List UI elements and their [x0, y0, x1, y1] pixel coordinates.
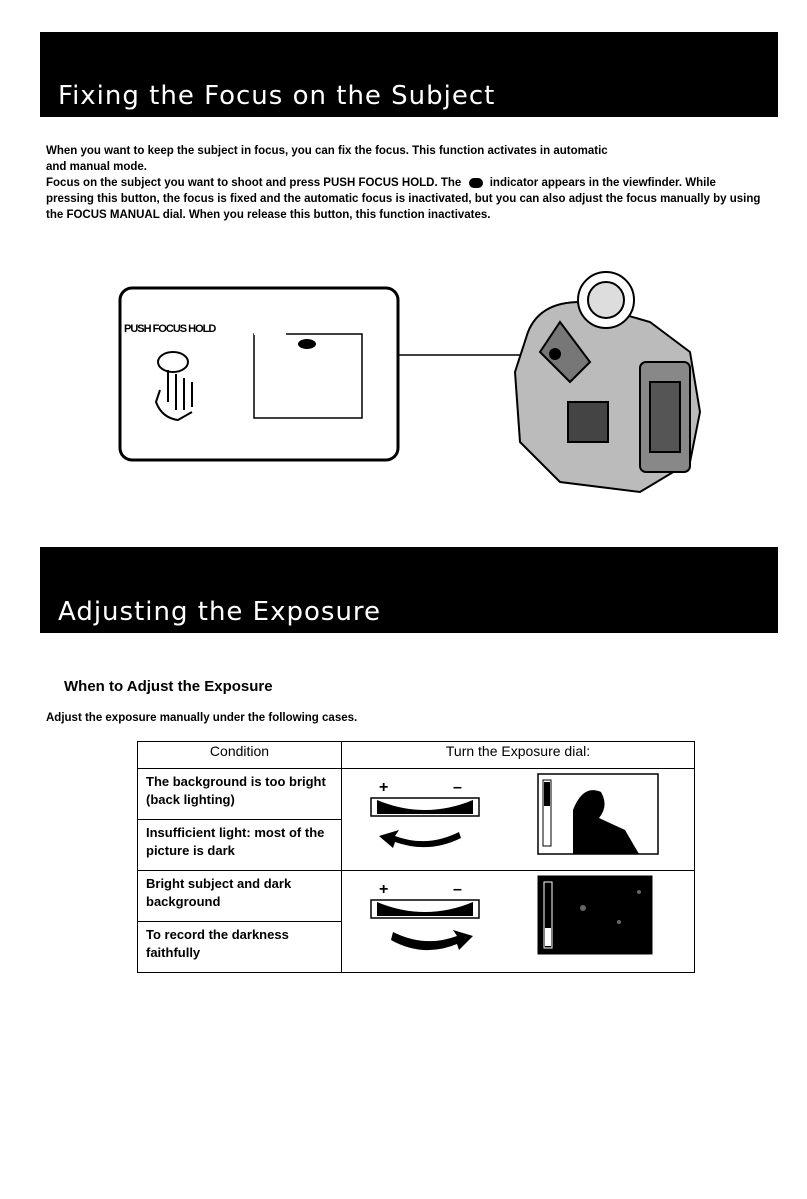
focus-paragraph-1-line-2: and manual mode. — [46, 161, 147, 173]
table-row: Bright subject and dark background + – — [137, 870, 695, 973]
exposure-intro: Adjust the exposure manually under the f… — [46, 712, 358, 724]
turn-left-arrow-icon — [379, 830, 461, 848]
focus-section-title: Fixing the Focus on the Subject — [58, 81, 496, 111]
focus-paragraph-1-line-1: When you want to keep the subject in foc… — [46, 145, 608, 157]
focus-title-banner: Fixing the Focus on the Subject — [40, 32, 778, 117]
focus-paragraph-2-end: indicator appears in the viewfinder. Whi… — [46, 177, 761, 221]
dial-plus-label: + — [379, 779, 388, 796]
focus-hold-icon — [468, 177, 483, 188]
table-header-row: Condition Turn the Exposure dial: — [137, 741, 695, 769]
dial-header: Turn the Exposure dial: — [341, 741, 695, 769]
focus-paragraph-2-start: Focus on the subject you want to shoot a… — [46, 177, 462, 189]
focus-hold-diagram — [118, 271, 702, 494]
exposure-dial-minus-illustration: + – — [370, 773, 659, 855]
dial-cell-minus: + – — [341, 768, 695, 871]
exposure-subheading: When to Adjust the Exposure — [64, 678, 273, 695]
viewfinder-focus-icon — [298, 339, 316, 349]
dial-minus-label: – — [453, 779, 462, 796]
condition-cell: Insufficient light: most of the picture … — [137, 819, 342, 871]
dial-plus-label: + — [379, 881, 388, 898]
dial-cell-plus: + – — [341, 870, 695, 973]
condition-cell: The background is too bright (back light… — [137, 768, 342, 820]
exposure-section-title: Adjusting the Exposure — [58, 597, 382, 627]
condition-cell: Bright subject and dark background — [137, 870, 342, 922]
table-row: The background is too bright (back light… — [137, 768, 695, 871]
camcorder-illustration — [513, 271, 702, 494]
exposure-title-banner: Adjusting the Exposure — [40, 547, 778, 633]
finger-pressing-button-icon — [154, 351, 193, 422]
exposure-table: Condition Turn the Exposure dial: The ba… — [137, 741, 695, 973]
focus-paragraph-2: Focus on the subject you want to shoot a… — [46, 175, 766, 223]
condition-header: Condition — [137, 741, 342, 769]
table-row: Insufficient light: most of the picture … — [137, 819, 695, 871]
push-focus-hold-label: PUSH FOCUS HOLD — [124, 323, 216, 335]
condition-cell: To record the darkness faithfully — [137, 921, 342, 973]
focus-paragraph-1: When you want to keep the subject in foc… — [46, 143, 766, 175]
dial-minus-label: – — [453, 881, 462, 898]
turn-right-arrow-icon — [391, 930, 473, 951]
table-row: To record the darkness faithfully — [137, 921, 695, 973]
exposure-dial-plus-illustration: + – — [370, 875, 653, 955]
